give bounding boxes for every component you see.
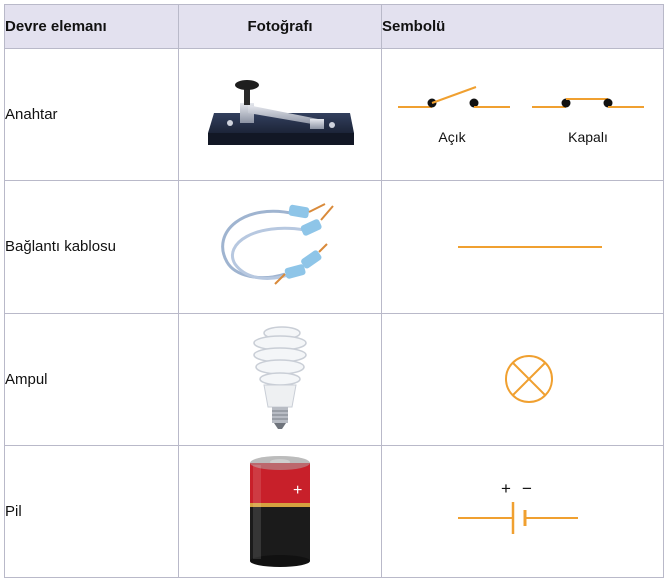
table-row: Pil + [4, 444, 664, 579]
plus-sign: + [501, 479, 511, 498]
header-element: Devre elemanı [4, 4, 179, 49]
battery-symbol: + − [457, 479, 578, 535]
element-name: Ampul [4, 312, 179, 446]
closed-switch-symbol: Kapalı [531, 97, 644, 145]
open-switch-symbol: Açık [397, 85, 510, 145]
battery-photo: + [250, 456, 310, 568]
connecting-cable-photo [221, 202, 334, 285]
header-symbol: Sembolü [381, 4, 664, 49]
closed-label: Kapalı [568, 129, 608, 145]
table-row: Bağlantı kablosu [4, 180, 664, 314]
element-name: Anahtar [4, 47, 179, 182]
cfl-bulb-photo [253, 326, 307, 430]
header-photo: Fotoğrafı [178, 4, 382, 49]
element-name: Bağlantı kablosu [4, 180, 179, 314]
wire-symbol [457, 245, 602, 248]
lamp-symbol [504, 355, 553, 404]
element-name: Pil [4, 444, 179, 579]
switch-symbol: Açık Kapalı [397, 85, 644, 145]
table-row: Anahtar [4, 47, 664, 182]
open-label: Açık [438, 129, 466, 145]
knife-switch-photo [208, 79, 354, 145]
header-row: Devre elemanı Fotoğrafı Sembolü [4, 4, 664, 49]
minus-sign: − [522, 479, 532, 498]
table-row: Ampul [4, 312, 664, 446]
circuit-elements-table: Devre elemanı Fotoğrafı Sembolü Anahtar [4, 4, 664, 579]
battery-plus-icon: + [293, 482, 302, 499]
